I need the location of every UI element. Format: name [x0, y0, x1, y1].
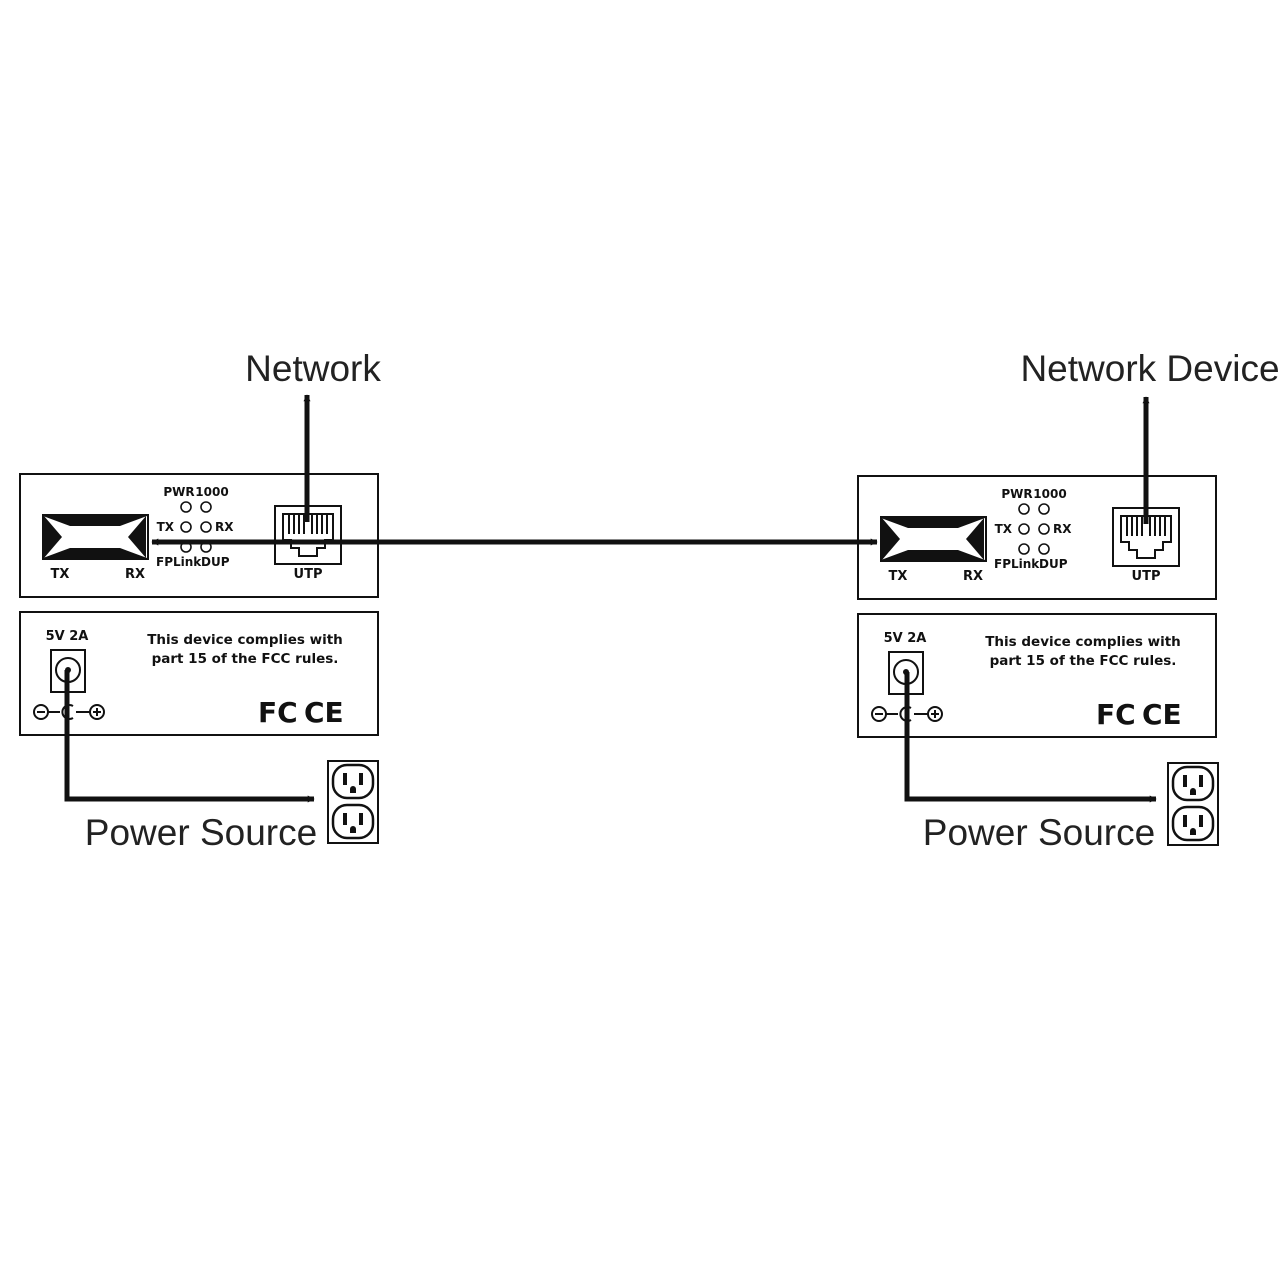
left-converter: TX RX PWR 1000 TX RX FP Link DUP	[19, 473, 379, 844]
led-dup	[1038, 543, 1050, 555]
led-1000-label: 1000	[195, 485, 228, 499]
led-tx	[1018, 523, 1030, 535]
sfp-rx-label: RX	[963, 569, 983, 584]
led-rx	[200, 521, 212, 533]
fcc-logo: FC	[258, 696, 298, 729]
led-pwr	[1018, 503, 1030, 515]
network-device-label: Network Device	[1020, 348, 1279, 389]
compliance-line-2: part 15 of the FCC rules.	[152, 651, 339, 667]
sfp-tx-label: TX	[889, 569, 908, 584]
compliance-line-1: This device complies with	[985, 634, 1181, 650]
led-tx-label: TX	[157, 520, 175, 534]
dc-jack-icon	[50, 649, 86, 693]
power-rating-label: 5V 2A	[884, 631, 927, 646]
ce-logo: CE	[304, 696, 344, 729]
sfp-tx-label: TX	[51, 567, 70, 582]
left-power-source-label: Power Source	[85, 812, 317, 853]
utp-label: UTP	[294, 567, 323, 582]
right-converter: TX RX PWR 1000 TX RX FP Link DUP	[857, 475, 1219, 846]
connections	[64, 394, 1157, 803]
rj45-port-icon	[1112, 507, 1180, 567]
network-label: Network	[245, 348, 381, 389]
rj45-port-icon	[274, 505, 342, 565]
right-back-panel	[857, 613, 1217, 738]
led-fp-label: FP	[156, 555, 173, 569]
sfp-port-icon	[42, 514, 149, 560]
led-1000-label: 1000	[1033, 487, 1066, 501]
right-power-source-label: Power Source	[923, 812, 1155, 853]
led-pwr-label: PWR	[1001, 487, 1032, 501]
compliance-line-1: This device complies with	[147, 632, 343, 648]
led-tx-label: TX	[995, 522, 1013, 536]
led-1000	[1038, 503, 1050, 515]
polarity-icon	[871, 706, 943, 722]
led-rx-label: RX	[215, 520, 234, 534]
led-link-label: Link	[173, 555, 202, 569]
led-pwr-label: PWR	[163, 485, 194, 499]
ce-logo: CE	[1142, 698, 1182, 731]
right-power-arrow	[904, 672, 1157, 803]
sfp-rx-label: RX	[125, 567, 145, 582]
polarity-icon	[33, 704, 105, 720]
led-fp-label: FP	[994, 557, 1011, 571]
led-dup-label: DUP	[201, 555, 230, 569]
led-tx	[180, 521, 192, 533]
left-power-arrow	[64, 670, 315, 803]
led-dup-label: DUP	[1039, 557, 1068, 571]
led-1000	[200, 501, 212, 513]
utp-label: UTP	[1132, 569, 1161, 584]
led-rx-label: RX	[1053, 522, 1072, 536]
led-link-label: Link	[1011, 557, 1040, 571]
sfp-port-icon	[880, 516, 987, 562]
power-outlet-icon	[327, 760, 379, 844]
led-rx	[1038, 523, 1050, 535]
led-link	[1018, 543, 1030, 555]
led-pwr	[180, 501, 192, 513]
power-rating-label: 5V 2A	[46, 629, 89, 644]
fcc-logo: FC	[1096, 698, 1136, 731]
power-outlet-icon	[1167, 762, 1219, 846]
compliance-line-2: part 15 of the FCC rules.	[990, 653, 1177, 669]
